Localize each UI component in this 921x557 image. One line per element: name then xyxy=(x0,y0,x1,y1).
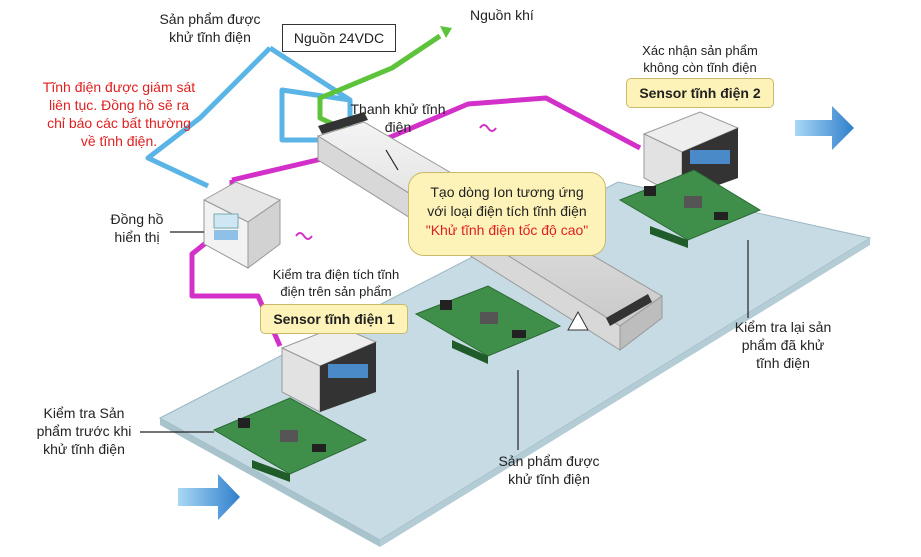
pointer-lines xyxy=(140,149,749,450)
static-sensor-2-device xyxy=(642,111,740,199)
product-discharged-top-label: Sản phẩm được khử tĩnh điện xyxy=(159,11,261,45)
ion-bubble-line-2: với loại điện tích tĩnh điện xyxy=(427,203,587,219)
power-supply-box: Nguồn 24VDC xyxy=(282,24,396,52)
ion-bubble-line-1: Tạo dòng Ion tương ứng xyxy=(430,184,584,200)
ion-bubble-highlight: "Khử tĩnh điện tốc độ cao" xyxy=(425,222,589,238)
ion-flow-bubble: Tạo dòng Ion tương ứng với loại điện tíc… xyxy=(408,172,606,256)
display-meter-label: Đồng hồ hiển thị xyxy=(110,211,164,245)
pcb-product-after xyxy=(618,169,762,248)
warning-label-icon xyxy=(567,310,589,331)
product-discharged-bottom-label: Sản phẩm được khử tĩnh điện xyxy=(498,453,600,487)
recheck-label: Kiểm tra lại sản phẩm đã khử tĩnh điện xyxy=(734,319,832,371)
check-charge-label: Kiểm tra điện tích tĩnh điện trên sản ph… xyxy=(272,267,400,299)
static-sensor-1-device xyxy=(280,325,378,413)
confirm-no-static-label: Xác nhận sản phẩm không còn tĩnh điện xyxy=(642,43,758,75)
display-meter-device xyxy=(202,181,282,269)
wire-break-marks xyxy=(295,124,497,240)
check-before-label: Kiểm tra Sản phẩm trước khi khử tĩnh điệ… xyxy=(36,405,132,457)
air-arrow-head xyxy=(440,26,452,38)
sensor-1-tag: Sensor tĩnh điện 1 xyxy=(260,304,408,334)
pcb-product-before xyxy=(212,397,368,482)
flow-arrow-out xyxy=(795,106,854,150)
pcb-product-middle xyxy=(414,285,562,364)
flow-arrow-in xyxy=(178,474,240,520)
platform-edge xyxy=(160,418,380,547)
air-source-label: Nguồn khí xyxy=(470,7,534,23)
monitoring-note: Tĩnh điện được giám sát liên tục. Đồng h… xyxy=(42,79,196,149)
sensor-2-tag: Sensor tĩnh điện 2 xyxy=(626,78,774,108)
ionizer-bar-label: Thanh khử tĩnh điện xyxy=(350,101,446,135)
